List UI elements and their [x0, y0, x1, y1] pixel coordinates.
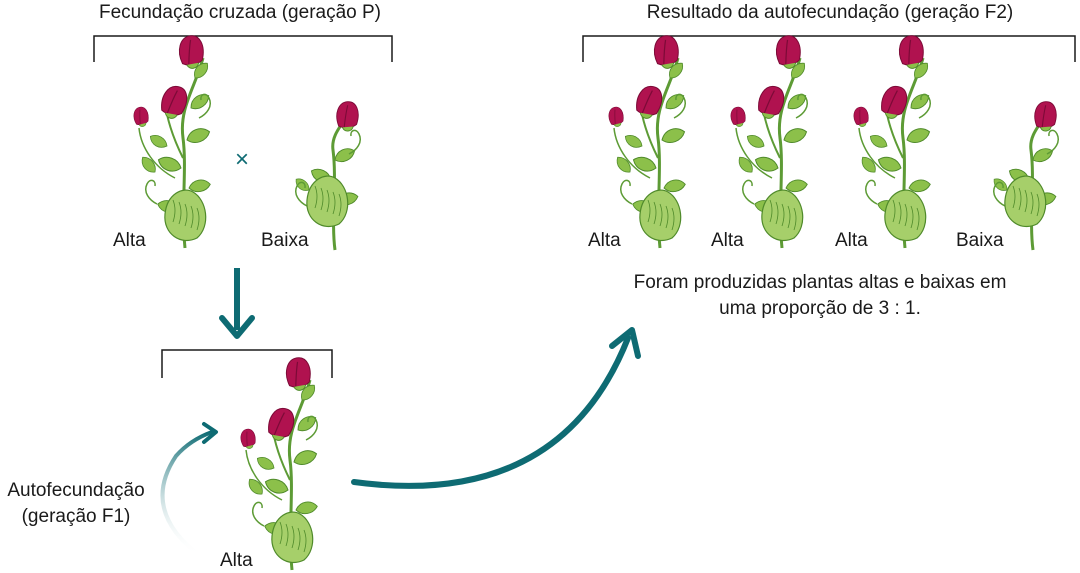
plant-short — [993, 101, 1059, 251]
bracket-parent-generation — [93, 35, 393, 62]
plant-label: Alta — [113, 230, 146, 251]
plant-label: Baixa — [261, 230, 309, 251]
plant-tall — [608, 35, 686, 249]
plant-tall — [240, 357, 318, 571]
plant-short — [295, 101, 361, 251]
plant-tall — [133, 35, 211, 249]
self-fertilization-line: (geração F1) — [21, 506, 131, 527]
plant-tall — [853, 35, 931, 249]
bracket-f1-generation — [161, 349, 333, 378]
down-arrow-icon — [219, 268, 255, 339]
result-note-line: uma proporção de 3 : 1. — [719, 298, 921, 319]
bracket-f2-generation — [582, 35, 1076, 62]
self-fertilization-label: Autofecundação (geração F1) — [0, 478, 152, 530]
self-fertilization-arrow-icon — [160, 422, 218, 558]
plant-label: Baixa — [956, 230, 1004, 251]
plant-label: Alta — [711, 230, 744, 251]
result-note: Foram produzidas plantas altas e baixas … — [560, 270, 1080, 322]
result-note-line: Foram produzidas plantas altas e baixas … — [633, 272, 1007, 293]
f2-generation-title: Resultado da autofecundação (geração F2) — [646, 2, 1014, 23]
cross-symbol: × — [235, 146, 249, 173]
plant-tall — [730, 35, 808, 249]
self-fertilization-line: Autofecundação — [7, 480, 145, 501]
curved-arrow-to-f2-icon — [351, 327, 641, 489]
plant-label: Alta — [220, 550, 253, 571]
plant-label: Alta — [835, 230, 868, 251]
plant-label: Alta — [588, 230, 621, 251]
parent-generation-title: Fecundação cruzada (geração P) — [99, 2, 381, 23]
